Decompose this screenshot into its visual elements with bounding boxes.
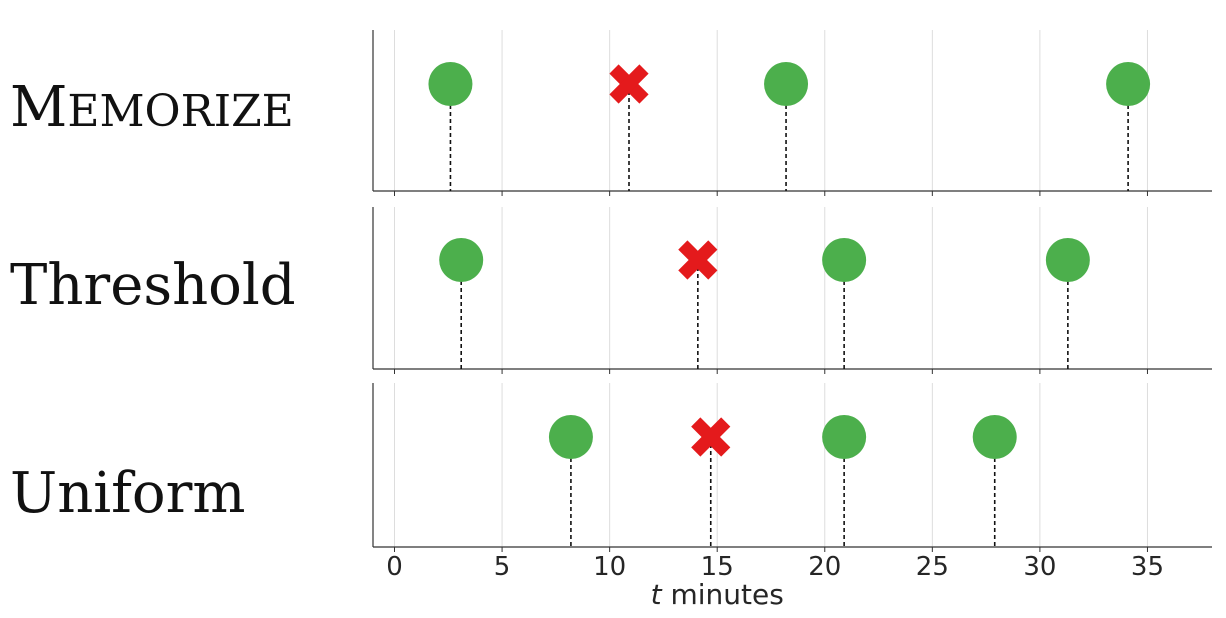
x-tick-label: 30	[1023, 552, 1056, 582]
x-tick-label: 10	[593, 552, 626, 582]
cross-stroke	[678, 240, 718, 280]
uniform-forgotten-marker	[691, 417, 731, 457]
threshold-forgotten-marker	[678, 240, 718, 280]
uniform-recalled-marker	[548, 415, 593, 459]
memorize-recalled-marker	[1106, 62, 1151, 106]
row-label-memorize-initial: M	[10, 75, 68, 140]
cross-stroke	[609, 64, 649, 104]
x-axis-label-variable: t	[651, 578, 663, 611]
x-tick-label: 25	[916, 552, 949, 582]
row-label-uniform: Uniform	[10, 461, 246, 526]
x-tick-label: 0	[386, 552, 403, 582]
memorize-recalled-marker	[428, 62, 473, 106]
threshold-recalled-marker	[1045, 238, 1090, 282]
x-axis-label-unit: minutes	[662, 578, 784, 611]
memorize-forgotten-marker	[609, 64, 649, 104]
x-tick-label: 15	[701, 552, 734, 582]
x-axis-label: t minutes	[651, 578, 784, 611]
x-tick-label: 5	[494, 552, 511, 582]
cross-stroke	[691, 417, 731, 457]
row-label-threshold: Threshold	[10, 253, 296, 318]
threshold-recalled-marker	[439, 238, 484, 282]
uniform-recalled-marker	[822, 415, 867, 459]
row-label-memorize-rest: EMORIZE	[67, 86, 294, 137]
x-tick-label: 20	[808, 552, 841, 582]
threshold-recalled-marker	[822, 238, 867, 282]
uniform-recalled-marker	[972, 415, 1017, 459]
memorize-recalled-marker	[764, 62, 809, 106]
row-label-memorize: MEMORIZE	[10, 80, 294, 136]
x-tick-label: 35	[1131, 552, 1164, 582]
